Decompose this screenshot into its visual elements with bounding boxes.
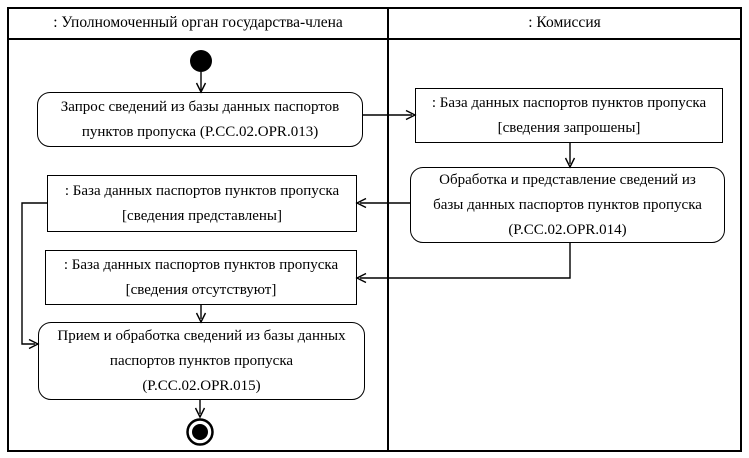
lane-title-member-state: : Уполномоченный орган государства-члена bbox=[53, 13, 343, 31]
object-db-provided-line2: [сведения представлены] bbox=[122, 207, 282, 224]
activity-receive-line3: (P.CC.02.OPR.015) bbox=[142, 377, 261, 394]
activity-request-info: Запрос сведений из базы данных паспортов… bbox=[37, 92, 363, 147]
activity-receive-line2: паспортов пунктов пропуска bbox=[109, 352, 294, 369]
lane-title-commission: : Комиссия bbox=[528, 13, 601, 31]
object-db-requested-line1: : База данных паспортов пунктов пропуска bbox=[431, 94, 707, 111]
diagram-border bbox=[7, 7, 742, 452]
lane-header-separator bbox=[7, 38, 742, 40]
object-db-provided-line1: : База данных паспортов пунктов пропуска bbox=[64, 182, 340, 199]
object-db-absent: : База данных паспортов пунктов пропуска… bbox=[45, 250, 357, 305]
object-db-absent-line2: [сведения отсутствуют] bbox=[125, 281, 277, 298]
object-db-provided: : База данных паспортов пунктов пропуска… bbox=[47, 175, 357, 232]
object-db-absent-line1: : База данных паспортов пунктов пропуска bbox=[63, 256, 339, 273]
activity-process-line3: (P.CC.02.OPR.014) bbox=[508, 221, 627, 238]
lane-divider bbox=[387, 7, 389, 452]
activity-receive-info: Прием и обработка сведений из базы данны… bbox=[38, 322, 365, 400]
activity-process-line1: Обработка и представление сведений из bbox=[439, 171, 696, 188]
activity-request-line1: Запрос сведений из базы данных паспортов bbox=[60, 98, 340, 115]
activity-receive-line1: Прием и обработка сведений из базы данны… bbox=[57, 327, 346, 344]
activity-request-line2: пунктов пропуска (P.CC.02.OPR.013) bbox=[81, 123, 319, 140]
object-db-requested-line2: [сведения запрошены] bbox=[497, 119, 641, 136]
activity-process-info: Обработка и представление сведений из ба… bbox=[410, 167, 725, 243]
activity-process-line2: базы данных паспортов пунктов пропуска bbox=[433, 196, 702, 213]
object-db-requested: : База данных паспортов пунктов пропуска… bbox=[415, 88, 723, 143]
